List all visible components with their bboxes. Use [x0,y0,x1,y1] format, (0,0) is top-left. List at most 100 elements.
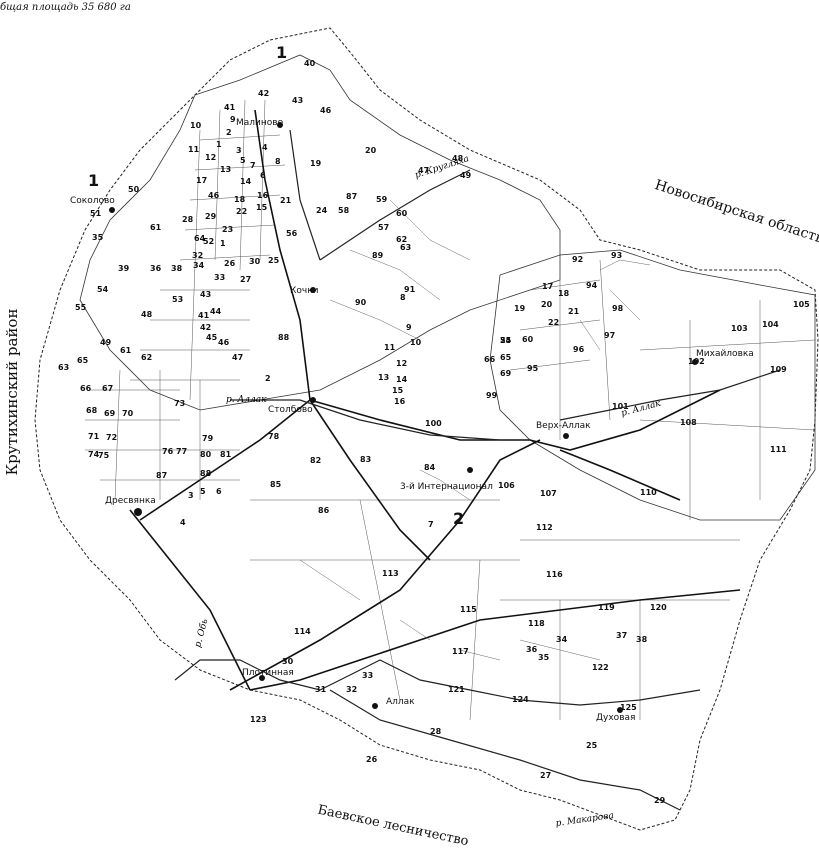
parcel-number: 22 [548,318,559,327]
parcel-number: 58 [338,206,350,215]
parcel-number: 9 [406,323,412,332]
parcel-number: 55 [500,336,512,345]
parcel-number: 17 [196,176,207,185]
parcel-number: 10 [410,338,422,347]
parcel-number: 49 [460,171,472,180]
parcel-number: 19 [514,304,526,313]
parcel-number: 9 [230,115,236,124]
parcel-number: 88 [200,469,212,478]
parcel-number: 93 [611,251,622,260]
parcel-number: 19 [310,159,322,168]
parcel-number: 44 [210,307,222,316]
parcel-number: 37 [616,631,627,640]
parcel-number: 1 [220,239,226,248]
parcel-number: 60 [396,209,408,218]
parcel-number: 83 [360,455,371,464]
parcel-number: 5 [240,156,246,165]
parcel-number: 14 [396,375,408,384]
parcel-number: 25 [586,741,598,750]
parcel-number: 46 [218,338,230,347]
parcel-number: 4 [180,518,186,527]
parcel-number: 7 [250,161,256,170]
parcel-number: 64 [194,234,206,243]
parcel-number: 70 [122,409,134,418]
settlement-label: Аллак [386,697,415,707]
parcel-number: 59 [376,195,388,204]
border-label-left: Крутихинский район [3,308,21,476]
parcel-number: 71 [88,432,100,441]
parcel-number: 72 [106,433,117,442]
parcel-number: 86 [318,506,330,515]
parcel-number: 82 [310,456,321,465]
parcel-number: 67 [102,384,113,393]
parcel-number: 62 [141,353,152,362]
parcel-number: 92 [572,255,583,264]
parcel-number: 33 [362,671,373,680]
settlement-label: Михайловка [696,349,754,359]
parcel-number: 47 [232,353,243,362]
parcel-number: 21 [568,307,580,316]
parcel-number: 2 [226,128,232,137]
parcel-number: 66 [484,355,496,364]
parcel-number: 28 [430,727,442,736]
river-label: р. Макарова [555,811,614,829]
parcel-number: 48 [141,310,153,319]
parcel-number: 6 [260,171,266,180]
parcel-number: 41 [198,311,210,320]
parcel-number: 56 [286,229,298,238]
parcel-number: 26 [366,755,378,764]
section-marker: 1 [88,171,99,190]
parcel-number: 29 [205,212,217,221]
parcel-number: 24 [316,206,328,215]
parcel-number: 108 [680,418,697,427]
parcel-number: 50 [128,185,140,194]
parcel-number: 45 [206,333,218,342]
parcel-number: 12 [205,153,216,162]
parcel-number: 3 [236,146,242,155]
parcel-number: 60 [522,335,534,344]
parcel-number: 101 [612,402,629,411]
parcel-number: 34 [193,261,205,270]
parcel-number: 23 [222,225,233,234]
parcel-number: 61 [120,346,132,355]
parcel-number: 27 [240,275,251,284]
parcel-number: 14 [240,177,252,186]
parcel-number: 73 [174,399,185,408]
parcel-number: 124 [512,695,529,704]
parcel-number: 74 [88,450,100,459]
parcel-number: 120 [650,603,667,612]
parcel-number: 7 [428,520,434,529]
parcel-number: 90 [355,298,367,307]
parcel-number: 38 [636,635,648,644]
parcel-number: 65 [77,356,89,365]
parcel-number: 30 [249,257,261,266]
parcel-number: 11 [384,343,396,352]
parcel-number: 121 [448,685,465,694]
parcel-number: 15 [392,386,404,395]
section-marker: 1 [276,43,287,62]
parcel-number: 51 [90,209,102,218]
parcel-number: 122 [592,663,609,672]
parcel-number: 80 [200,450,212,459]
river-label: р. Аллак [226,395,267,405]
parcel-number: 96 [573,345,585,354]
total-area-caption: бщая площадь 35 680 га [0,2,131,13]
parcel-number: 8 [275,157,281,166]
parcel-number: 107 [540,489,557,498]
parcel-number: 53 [172,295,183,304]
parcel-number: 39 [118,264,130,273]
parcel-number: 104 [762,320,779,329]
parcel-number: 29 [654,796,666,805]
parcel-number: 77 [176,447,187,456]
parcel-labels: 40 42 43 46 41 9 10 1 2 11 12 3 4 13 7 8… [58,59,810,805]
streams [299,199,651,661]
settlement-dots [109,122,698,713]
parcel-number: 78 [268,432,280,441]
parcel-number: 98 [612,304,624,313]
parcel-number: 16 [257,191,269,200]
parcel-number: 65 [500,353,512,362]
parcel-number: 42 [200,323,211,332]
parcel-number: 48 [452,154,464,163]
parcel-number: 118 [528,619,545,628]
